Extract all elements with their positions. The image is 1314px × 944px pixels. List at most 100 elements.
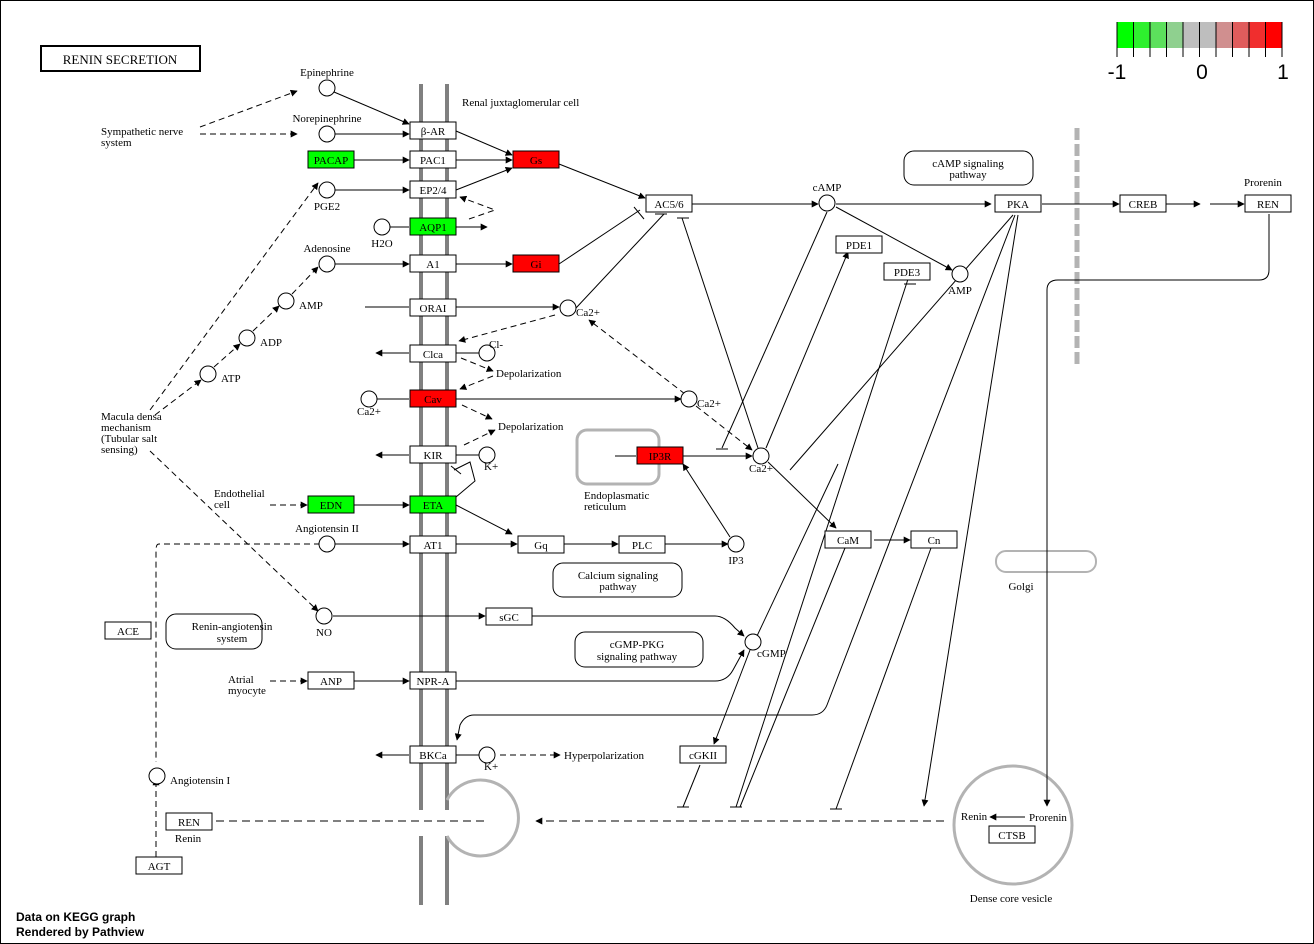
gene-pac1[interactable]: PAC1: [409, 150, 457, 169]
gene-bkca[interactable]: BKCa: [409, 745, 457, 764]
gene-ace[interactable]: ACE: [104, 621, 152, 640]
gene-ip3r[interactable]: IP3R: [636, 446, 684, 465]
compound-label: Ca2+: [576, 307, 600, 319]
gene-gs[interactable]: Gs: [512, 150, 560, 169]
legend-swatch: [1265, 22, 1282, 48]
gene-ep24[interactable]: EP2/4: [409, 180, 457, 199]
compound-label: ADP: [260, 337, 282, 349]
compound-amp-right[interactable]: AMP: [948, 265, 972, 297]
gene-cam[interactable]: CaM: [824, 530, 872, 549]
svg-text:Calcium signaling: Calcium signaling: [578, 570, 659, 582]
pathway-link-calcium[interactable]: Calcium signaling pathway: [552, 562, 683, 598]
pathway-link-cgmp[interactable]: cGMP-PKG signaling pathway: [574, 631, 704, 668]
pathway-link-camp[interactable]: cAMP signaling pathway: [903, 150, 1034, 186]
gene-eta[interactable]: ETA: [409, 495, 457, 514]
gene-pde3[interactable]: PDE3: [883, 262, 931, 281]
compound-cl[interactable]: Cl-: [478, 339, 503, 362]
compound-pge2[interactable]: PGE2: [314, 181, 340, 213]
compound-label: K+: [484, 761, 498, 773]
compound-ca-cav-out[interactable]: Ca2+: [680, 390, 721, 410]
legend-swatch: [1199, 22, 1216, 48]
gene-creb[interactable]: CREB: [1119, 194, 1167, 213]
gene-label: CaM: [837, 535, 859, 547]
compound-label: Ca2+: [749, 463, 773, 475]
compound-angiotensin-ii[interactable]: Angiotensin II: [295, 523, 359, 553]
gene-plc[interactable]: PLC: [618, 535, 666, 554]
gene-pde1[interactable]: PDE1: [835, 235, 883, 254]
gene-label: A1: [426, 259, 439, 271]
svg-text:cAMP signaling: cAMP signaling: [932, 158, 1004, 170]
gene-orai[interactable]: ORAI: [409, 298, 457, 317]
gene-ren-top[interactable]: REN: [1244, 194, 1292, 213]
gene-cgkii[interactable]: cGKII: [679, 745, 727, 764]
gene-cav[interactable]: Cav: [409, 389, 457, 408]
compound-no[interactable]: NO: [315, 607, 333, 639]
compound-h2o[interactable]: H2O: [371, 218, 393, 250]
compound-ca-cav-in[interactable]: Ca2+: [357, 390, 381, 418]
compound-ca-cyto[interactable]: Ca2+: [749, 447, 773, 475]
compound-epinephrine[interactable]: Epinephrine: [300, 67, 354, 97]
golgi-label: Golgi: [1008, 581, 1033, 593]
gene-ren-bottom[interactable]: REN: [165, 812, 213, 831]
gene-cn[interactable]: Cn: [910, 530, 958, 549]
cell-label: Renal juxtaglomerular cell: [462, 97, 579, 109]
compound-cgmp[interactable]: cGMP: [744, 633, 786, 660]
legend-swatch: [1133, 22, 1150, 48]
gene-ac56[interactable]: AC5/6: [645, 194, 693, 213]
gene-ctsb[interactable]: CTSB: [988, 825, 1036, 844]
compound-camp[interactable]: cAMP: [813, 182, 842, 212]
compound-atp[interactable]: ATP: [199, 365, 241, 385]
gene-label: Gi: [531, 259, 542, 271]
pathway-link-renin-angiotensin[interactable]: Renin-angiotensin system: [165, 613, 273, 650]
gene-gq[interactable]: Gq: [517, 535, 565, 554]
compound-k-kir[interactable]: K+: [478, 446, 498, 473]
gene-label: NPR-A: [416, 676, 449, 688]
compound-label: K+: [484, 461, 498, 473]
gene-clca[interactable]: Clca: [409, 344, 457, 363]
pathway-title: RENIN SECRETION: [63, 52, 178, 67]
gene-aqp1[interactable]: AQP1: [409, 217, 457, 236]
sympathetic-label-1: Sympathetic nerve: [101, 126, 183, 138]
gene-anp[interactable]: ANP: [307, 671, 355, 690]
gene-label: Clca: [423, 349, 443, 361]
gene-label: Gq: [534, 540, 548, 552]
gene-beta-ar[interactable]: β-AR: [409, 121, 457, 140]
legend-swatch: [1216, 22, 1233, 48]
gene-label: AT1: [424, 540, 443, 552]
gene-pacap[interactable]: PACAP: [307, 150, 355, 169]
exocytosis-vesicle: [445, 778, 520, 858]
depolarization-label-1: Depolarization: [496, 368, 562, 380]
compound-k-bkca[interactable]: K+: [478, 746, 498, 773]
compound-label: Cl-: [489, 339, 503, 351]
gene-label: CREB: [1129, 199, 1158, 211]
gene-gi[interactable]: Gi: [512, 254, 560, 273]
compound-amp-left[interactable]: AMP: [277, 292, 323, 312]
compound-label: NO: [316, 627, 332, 639]
gene-agt[interactable]: AGT: [135, 856, 183, 875]
gene-label: AC5/6: [654, 199, 684, 211]
gene-npr-a[interactable]: NPR-A: [409, 671, 457, 690]
gene-a1[interactable]: A1: [409, 254, 457, 273]
compound-ca-orai[interactable]: Ca2+: [559, 299, 600, 319]
compound-adp[interactable]: ADP: [238, 329, 282, 349]
atrial-label-1: Atrial: [228, 674, 254, 686]
compound-label: Norepinephrine: [292, 113, 361, 125]
macula-label-1: Macula densa: [101, 411, 162, 423]
compound-angiotensin-i[interactable]: Angiotensin I: [148, 767, 231, 787]
compound-ip3[interactable]: IP3: [727, 535, 745, 567]
gene-kir[interactable]: KIR: [409, 445, 457, 464]
legend-min-label: -1: [1108, 61, 1127, 84]
gene-label: Cav: [424, 394, 442, 406]
gene-at1[interactable]: AT1: [409, 535, 457, 554]
renin-label: Renin: [175, 833, 202, 845]
legend-max-label: 1: [1277, 61, 1289, 84]
gene-sgc[interactable]: sGC: [485, 607, 533, 626]
legend-mid-label: 0: [1196, 61, 1208, 84]
gene-label: REN: [1257, 199, 1279, 211]
macula-label-2: mechanism: [101, 422, 152, 434]
gene-edn[interactable]: EDN: [307, 495, 355, 514]
gene-label: BKCa: [419, 750, 447, 762]
compound-norepinephrine[interactable]: Norepinephrine: [292, 113, 362, 143]
gene-pka[interactable]: PKA: [994, 194, 1042, 213]
compound-adenosine[interactable]: Adenosine: [303, 243, 351, 273]
